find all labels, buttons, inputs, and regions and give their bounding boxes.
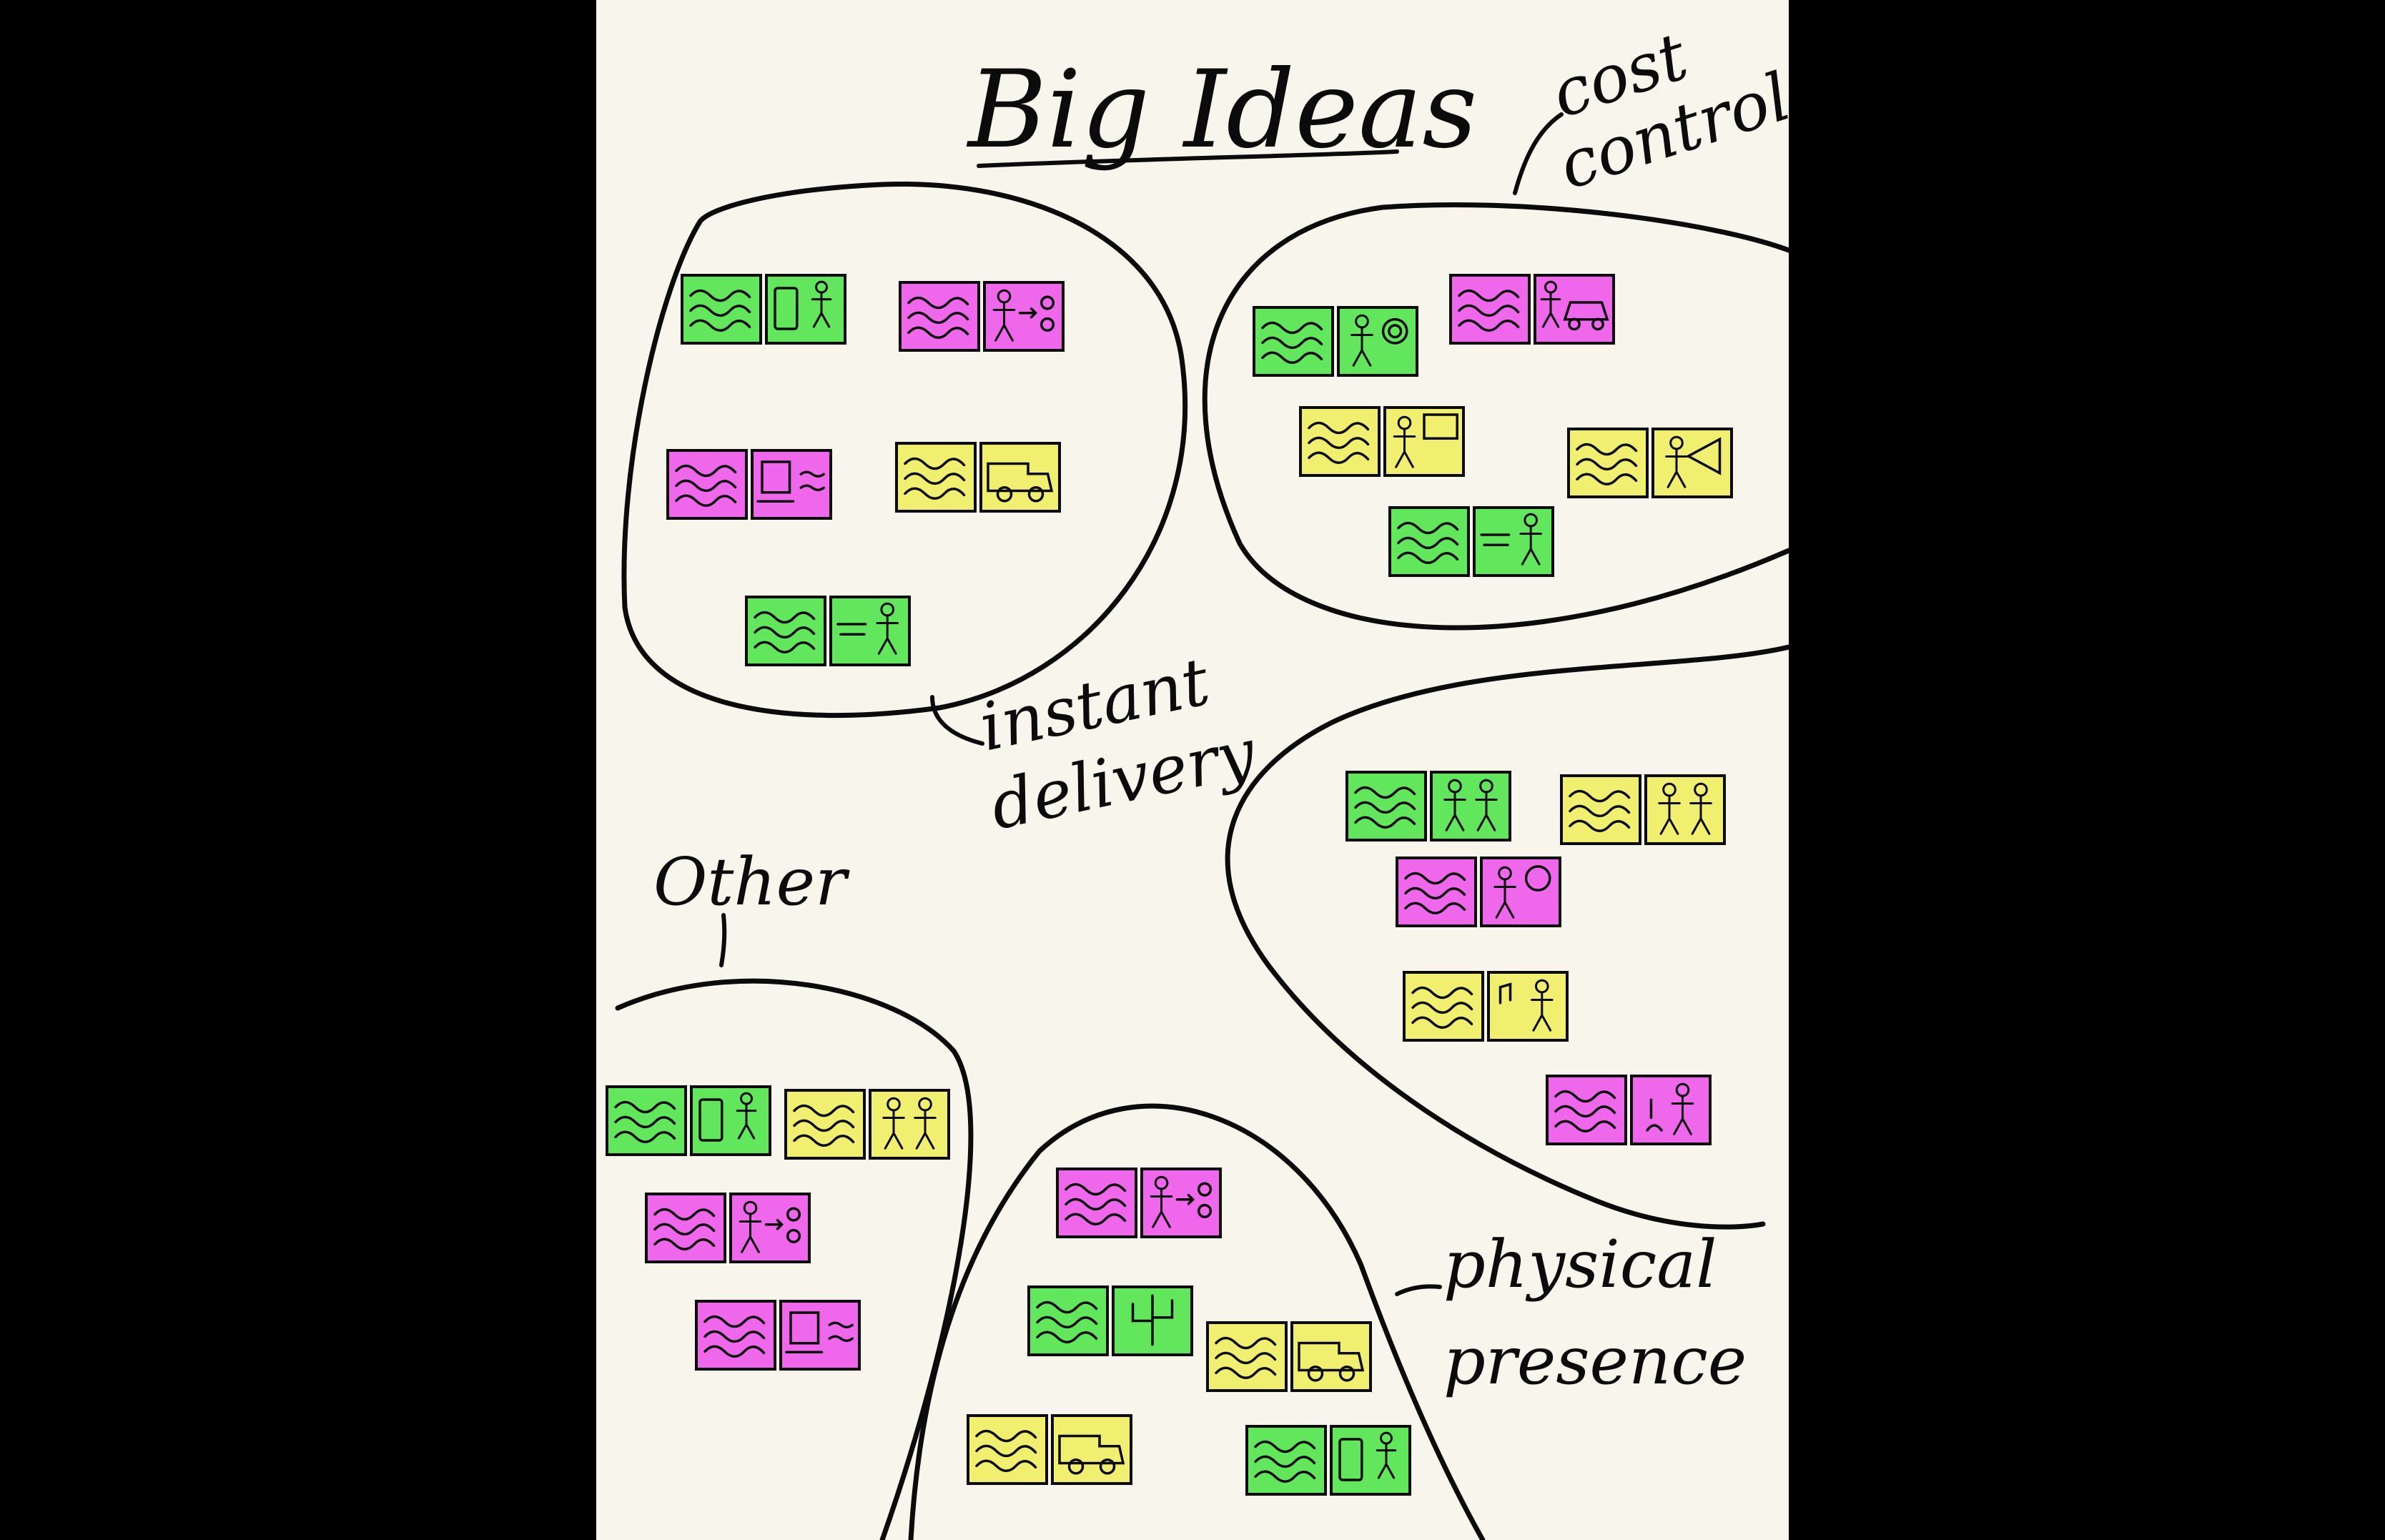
sticky-note-sketch bbox=[829, 596, 911, 666]
sticky-note-sketch bbox=[1480, 857, 1561, 927]
sticky-note bbox=[967, 1414, 1048, 1485]
sticky-note-sketch bbox=[1051, 1414, 1132, 1485]
whiteboard-canvas: Big Ideas instant delivery cost control … bbox=[596, 0, 1789, 1540]
sticky-note-pair bbox=[967, 1414, 1132, 1485]
board-title: Big Ideas bbox=[966, 48, 1477, 172]
sticky-note-pair bbox=[645, 1193, 811, 1263]
sticky-note-sketch bbox=[1534, 274, 1615, 345]
sticky-note-pair bbox=[666, 449, 832, 520]
cluster-outline-physical-presence bbox=[908, 1103, 1486, 1540]
sticky-note-sketch bbox=[1290, 1321, 1372, 1392]
sticky-note-sketch bbox=[1644, 774, 1726, 845]
sticky-note-pair bbox=[1027, 1285, 1193, 1356]
sticky-note-sketch bbox=[1337, 306, 1418, 377]
connector-other bbox=[719, 913, 727, 967]
sticky-note-sketch bbox=[1473, 506, 1554, 577]
sticky-note-pair bbox=[1560, 774, 1726, 845]
sticky-note-sketch bbox=[690, 1085, 771, 1156]
sticky-note-sketch bbox=[1330, 1425, 1411, 1496]
sticky-note-pair bbox=[1403, 971, 1569, 1042]
connector-instant-delivery bbox=[930, 695, 984, 746]
label-physical-presence-line2: presence bbox=[1443, 1323, 1747, 1399]
sticky-note-pair bbox=[1345, 771, 1511, 841]
sticky-notes bbox=[606, 274, 1733, 1496]
sticky-note-pair bbox=[1056, 1168, 1222, 1238]
sticky-note-pair bbox=[1567, 428, 1733, 498]
label-physical-presence-line1: physical bbox=[1443, 1226, 1717, 1303]
cluster-outline-cost-control bbox=[1202, 202, 1789, 631]
cluster-outline-instant-delivery bbox=[621, 181, 1188, 718]
sticky-note-pair bbox=[1206, 1321, 1372, 1392]
label-other: Other bbox=[653, 844, 850, 920]
sticky-note-pair bbox=[606, 1085, 771, 1156]
sticky-note-sketch bbox=[765, 274, 846, 345]
sticky-note-pair bbox=[1299, 406, 1465, 477]
sticky-note-pair bbox=[745, 596, 911, 666]
sticky-note-pair bbox=[1546, 1075, 1712, 1145]
sticky-note-sketch bbox=[1430, 771, 1511, 841]
sticky-note-pair bbox=[695, 1300, 861, 1371]
sticky-note-pair bbox=[1449, 274, 1615, 345]
sticky-note-pair bbox=[1396, 857, 1561, 927]
connector-cost-control bbox=[1513, 112, 1564, 195]
sticky-note-pair bbox=[899, 281, 1065, 352]
sticky-note-pair bbox=[1245, 1425, 1411, 1496]
whiteboard-drawing: Big Ideas instant delivery cost control … bbox=[606, 18, 1789, 1540]
sticky-note-pair bbox=[784, 1089, 950, 1160]
title-underline bbox=[977, 149, 1399, 168]
connector-physical-presence bbox=[1395, 1284, 1442, 1296]
sticky-note-pair bbox=[1388, 506, 1554, 577]
sticky-note-sketch bbox=[1630, 1075, 1712, 1145]
cluster-outline-unlabelled bbox=[1225, 644, 1789, 1230]
cluster-outlines bbox=[615, 181, 1789, 1540]
sticky-note-pair bbox=[895, 442, 1061, 513]
sticky-note-sketch bbox=[729, 1193, 811, 1263]
sticky-note bbox=[1345, 771, 1427, 841]
sticky-note-sketch bbox=[1487, 971, 1569, 1042]
sticky-note-pair bbox=[681, 274, 846, 345]
sticky-note-pair bbox=[1253, 306, 1418, 377]
label-connectors bbox=[719, 112, 1564, 1296]
sticky-note-sketch bbox=[869, 1089, 950, 1160]
sticky-note-sketch bbox=[979, 442, 1061, 513]
